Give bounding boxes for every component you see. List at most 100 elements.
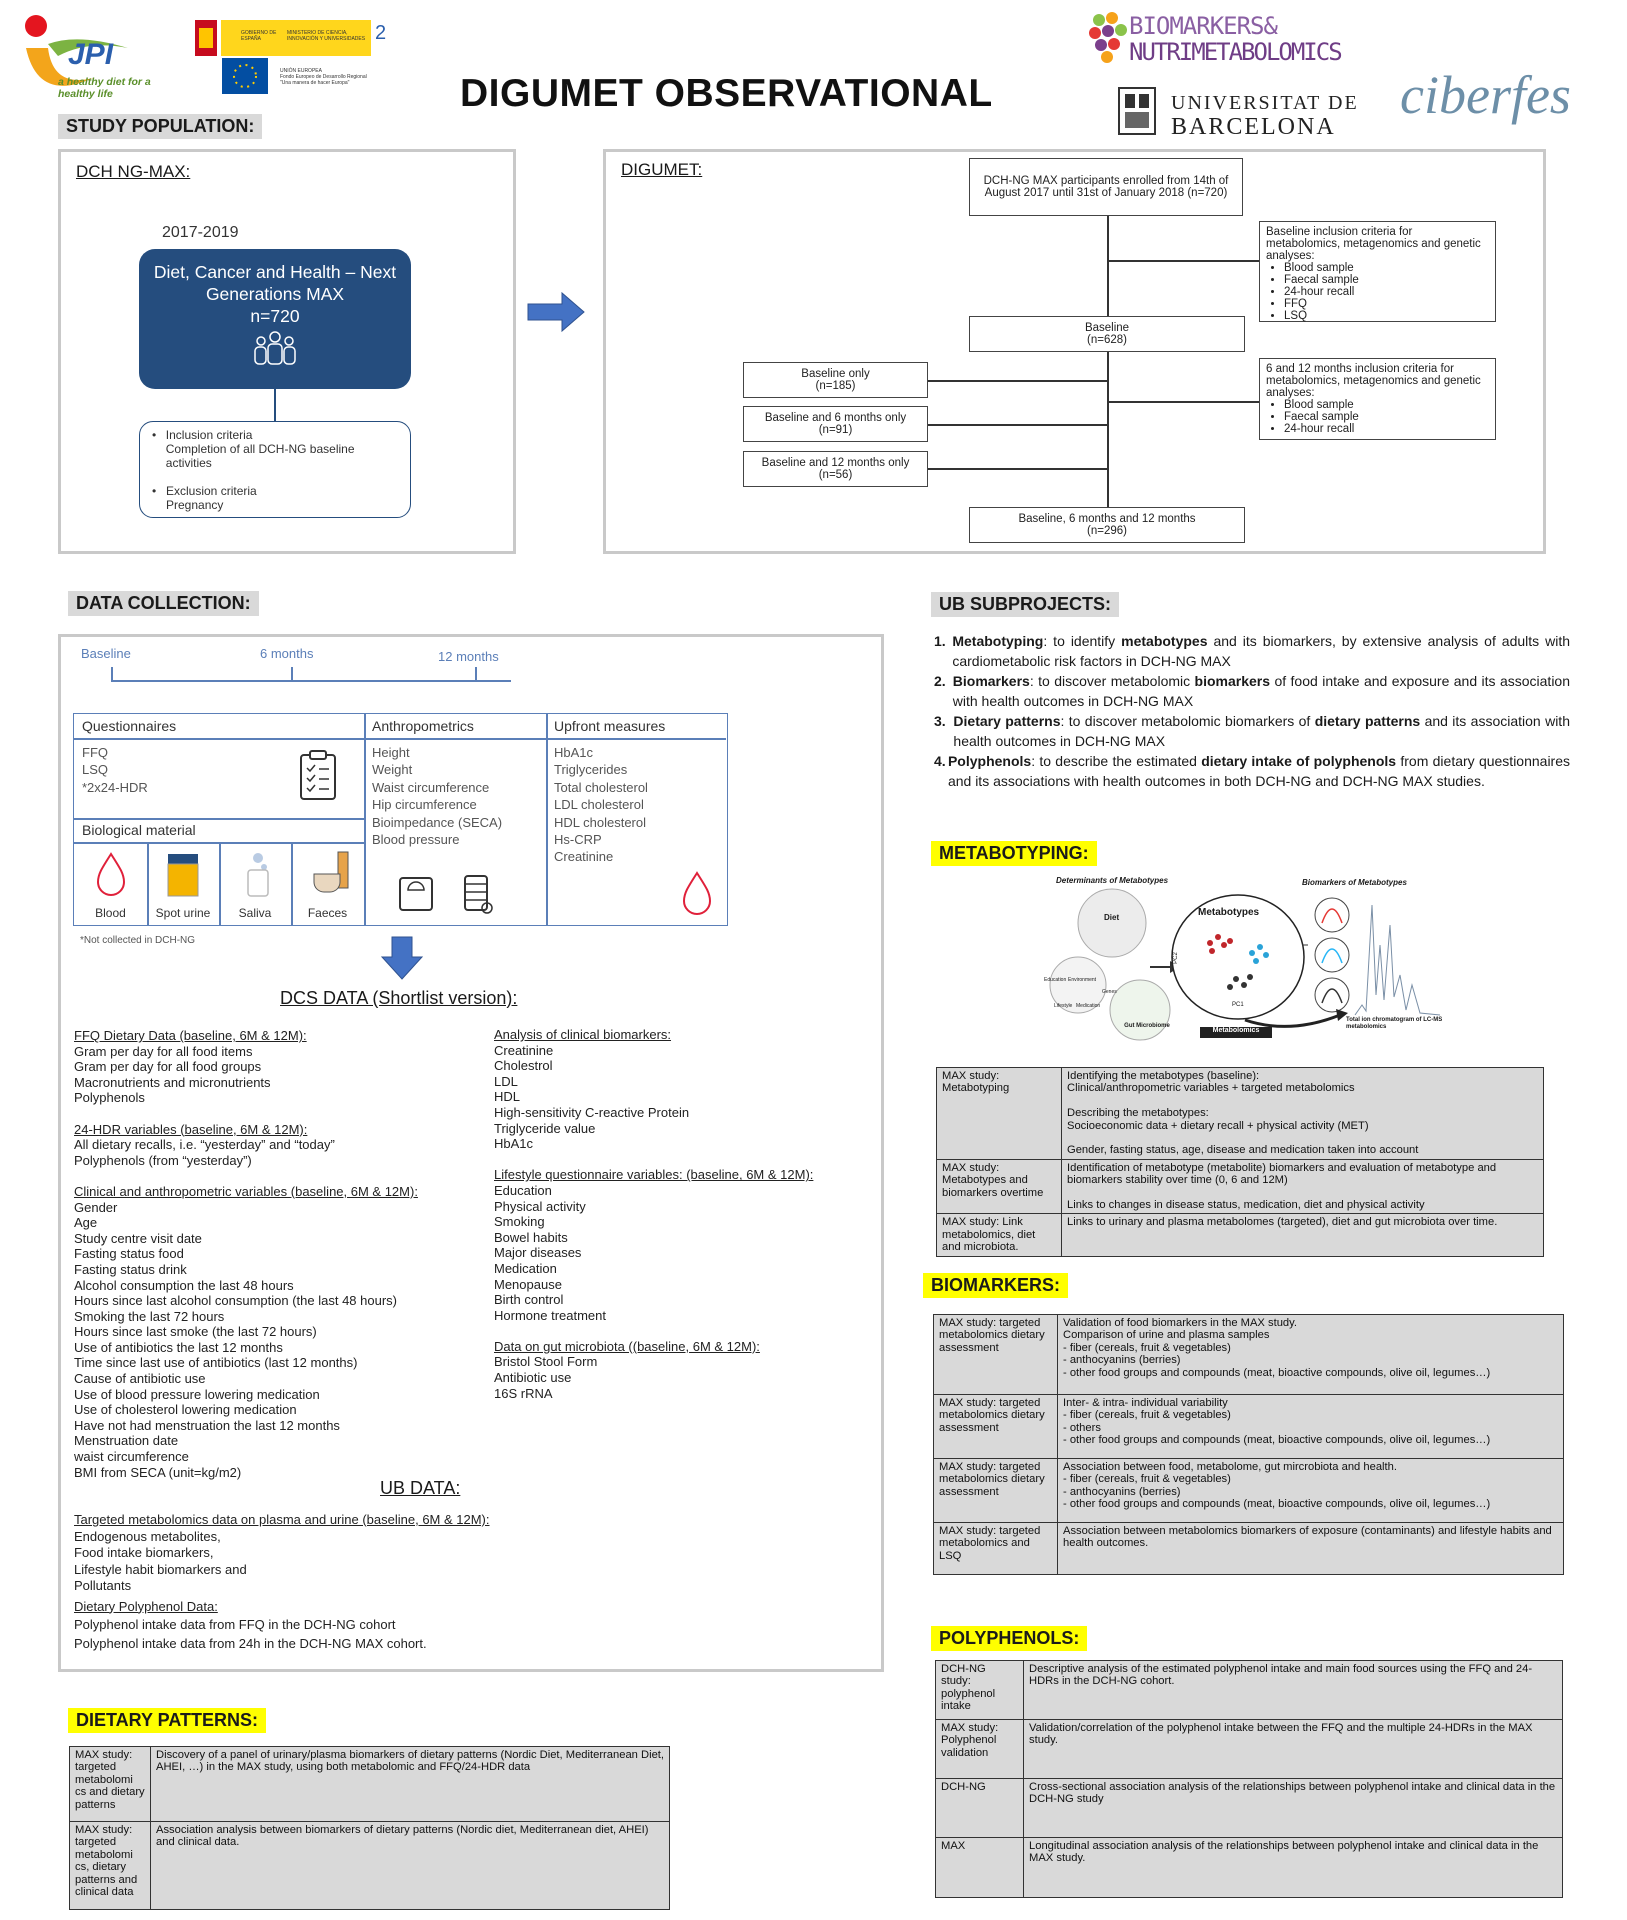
table-cell: MAX study: targeted metabolomics dietary… <box>933 1394 1058 1459</box>
ub-item: Food intake biomarkers, <box>74 1545 214 1560</box>
table-cell: Association between metabolomics biomark… <box>1057 1522 1564 1575</box>
dcs-item: BMI from SECA (unit=kg/m2) <box>74 1464 242 1480</box>
subproject-name: Biomarkers <box>952 673 1030 689</box>
down-arrow-icon <box>380 936 424 980</box>
jpi-logo-mark <box>25 15 128 86</box>
table-cell: Validation of food biomarkers in the MAX… <box>1057 1314 1564 1395</box>
table-cell: Links to urinary and plasma metabolomes … <box>1061 1213 1544 1257</box>
table-cell: DCH-NG <box>935 1778 1024 1838</box>
table-row: DCH-NG Cross-sectional association analy… <box>935 1778 1563 1838</box>
flow-baseline-12m-n: (n=56) <box>818 469 853 481</box>
table-cell: DCH-NG study: polyphenol intake <box>935 1660 1024 1720</box>
dcs-item: Have not had menstruation the last 12 mo… <box>74 1417 340 1433</box>
subproject-text: from dietary questionnaires and its asso… <box>947 753 1571 789</box>
table-cell: Discovery of a panel of urinary/plasma b… <box>150 1746 670 1822</box>
dcs-item: Gram per day for all food items <box>74 1043 253 1059</box>
ub-data-title: UB DATA: <box>380 1478 461 1498</box>
eu-flag <box>222 58 268 94</box>
flow-baseline-12m: Baseline and 12 months only (n=56) <box>743 451 928 487</box>
ub-subprojects-list: 1. Metabotyping: to identify metabotypes… <box>934 631 1570 791</box>
dcs-item: Education <box>494 1182 552 1198</box>
dcs-item: Age <box>74 1215 98 1231</box>
dcs-item: Major diseases <box>494 1245 582 1261</box>
table-row: MAX study: Polyphenol validation Validat… <box>935 1719 1563 1779</box>
dcs-item: Polyphenols (from “yesterday”) <box>74 1152 252 1168</box>
table-cell: MAX study: Metabotyping <box>936 1067 1062 1160</box>
flow-baseline-6m-label: Baseline and 6 months only <box>764 412 907 424</box>
ub-subprojects-heading: UB SUBPROJECTS: <box>931 592 1120 617</box>
table-cell: Identification of metabotype (metabolite… <box>1061 1158 1544 1215</box>
dcs-section-heading: 24-HDR variables (baseline, 6M & 12M): <box>74 1121 308 1137</box>
dcs-item: HDL <box>494 1089 521 1105</box>
fig-pc2-label: PC2 <box>1172 952 1179 964</box>
flow-baseline-only: Baseline only (n=185) <box>743 362 928 398</box>
exclusion-label: Exclusion criteria <box>166 484 257 498</box>
eu-line-2: Fondo Europeo de Desarrollo Regional <box>280 74 367 80</box>
toilet-icon <box>313 851 349 893</box>
ub-section-heading: Dietary Polyphenol Data: <box>74 1598 218 1614</box>
followup-criteria-item: 24-hour recall <box>1284 423 1359 435</box>
baseline-criteria-item: FFQ <box>1284 298 1359 310</box>
anthro-item: Weight <box>372 762 413 778</box>
ub-line-1: UNIVERSITAT DE <box>1171 92 1359 114</box>
dcs-section-heading: Data on gut microbiota ((baseline, 6M & … <box>494 1338 760 1354</box>
fig-medication-label: Medication <box>1076 1003 1101 1009</box>
urine-cup-icon <box>167 854 199 897</box>
right-arrow-icon <box>527 291 585 333</box>
ub-data-list: Targeted metabolomics data on plasma and… <box>74 1512 774 1652</box>
upfront-item: LDL cholesterol <box>554 797 644 813</box>
flow-baseline-12m-label: Baseline and 12 months only <box>761 457 910 469</box>
subproject-number: 2. <box>934 673 946 689</box>
dcs-section-heading: Analysis of clinical biomarkers: <box>494 1027 672 1042</box>
biomarkers-nutrimetabolomics-logo: BIOMARKERS& NUTRIMETABOLOMICS <box>1085 6 1395 68</box>
dcs-item: Smoking the last 72 hours <box>74 1308 225 1324</box>
baseline-criteria-item: LSQ <box>1284 310 1359 322</box>
table-cell: MAX study: targeted metabolomics dietary… <box>933 1314 1058 1395</box>
table-cell: Longitudinal association analysis of the… <box>1023 1837 1563 1898</box>
table-cell: Cross-sectional association analysis of … <box>1023 1778 1563 1838</box>
table-row: MAX study: targeted metabolomics dietary… <box>933 1314 1564 1395</box>
table-cell: MAX study: targeted metabolomi cs, dieta… <box>69 1821 151 1910</box>
flow-enrolled: DCH-NG MAX participants enrolled from 14… <box>969 158 1243 216</box>
subproject-text: and its biomarkers, by extensive analysi… <box>952 633 1571 669</box>
flow-all-n: (n=296) <box>1087 525 1127 537</box>
study-population-heading: STUDY POPULATION: <box>58 114 263 139</box>
table-cell: MAX study: targeted metabolomics dietary… <box>933 1458 1058 1523</box>
dcs-item: Fasting status food <box>74 1246 184 1262</box>
table-row: MAX Longitudinal association analysis of… <box>935 1837 1563 1898</box>
polyphenols-heading: POLYPHENOLS: <box>931 1626 1088 1651</box>
dcs-item: Creatinine <box>494 1042 554 1058</box>
blood-icon <box>96 852 126 896</box>
bio-label-urine: Spot urine <box>155 906 211 920</box>
timeline-6m: 6 months <box>260 646 314 661</box>
logo-number: 2 <box>375 22 387 44</box>
fig-gut-label: Gut Microbiome <box>1124 1023 1170 1029</box>
subproject-text: : to discover metabolomic <box>1029 673 1195 689</box>
subproject-item: 2. Biomarkers: to discover metabolomic b… <box>934 671 1570 711</box>
flow-baseline-label: Baseline <box>1084 322 1130 334</box>
spain-ministry-text: MINISTERIO DE CIENCIA, INNOVACIÓN Y UNIV… <box>287 30 366 42</box>
dcs-item: Use of cholesterol lowering medication <box>74 1402 297 1418</box>
metabotyping-table: MAX study: Metabotyping Identifying the … <box>936 1067 1544 1257</box>
table-row: MAX study: targeted metabolomi cs, dieta… <box>69 1821 670 1910</box>
dcs-data-title: DCS DATA (Shortlist version): <box>280 988 518 1008</box>
fig-environment-label: Environment <box>1068 977 1097 983</box>
followup-criteria-title: 6 and 12 months inclusion criteria for m… <box>1266 363 1481 399</box>
tape-measure-icon <box>464 875 493 914</box>
anthropometrics-title: Anthropometrics <box>372 718 474 734</box>
metabotyping-diagram <box>1049 888 1441 1041</box>
table-cell: MAX <box>935 1837 1024 1898</box>
dcs-item: 16S rRNA <box>494 1385 553 1401</box>
ub-item: Polyphenol intake data from FFQ in the D… <box>74 1617 396 1632</box>
bio-label-blood: Blood <box>95 906 126 920</box>
subproject-keyword: metabotypes <box>1121 633 1208 649</box>
subproject-item: 3. Dietary patterns: to discover metabol… <box>934 711 1570 751</box>
dcs-item: Use of blood pressure lowering medicatio… <box>74 1386 320 1402</box>
dcs-item: LDL <box>494 1073 518 1089</box>
ub-item: Polyphenol intake data from 24h in the D… <box>74 1635 427 1651</box>
subproject-item: 1. Metabotyping: to identify metabotypes… <box>934 631 1570 671</box>
dcs-item: Use of antibiotics the last 12 months <box>74 1339 283 1355</box>
dcs-item: Hormone treatment <box>494 1307 606 1323</box>
table-cell: Descriptive analysis of the estimated po… <box>1023 1660 1563 1720</box>
fig-pc1-label: PC1 <box>1232 1002 1244 1008</box>
